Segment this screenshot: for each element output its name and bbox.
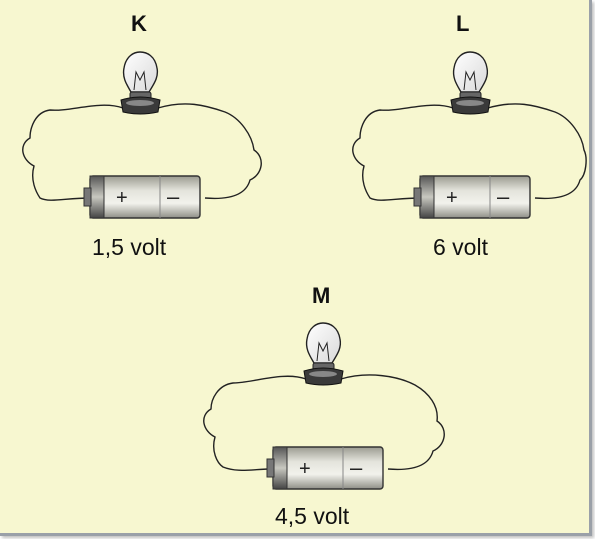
circuit-m-diagram: + –: [203, 322, 445, 490]
battery-icon: [83, 175, 201, 219]
battery-icon: [413, 175, 531, 219]
battery-minus-sign: –: [167, 184, 180, 209]
circuit-m-label: M: [312, 283, 331, 308]
battery-icon: [266, 446, 384, 490]
battery-minus-sign: –: [350, 455, 363, 480]
light-bulb-icon: [450, 51, 491, 115]
light-bulb-icon: [303, 322, 344, 386]
circuit-k-label: K: [131, 11, 147, 36]
battery-plus-sign: +: [299, 458, 311, 480]
circuit-k-diagram: + –: [22, 51, 262, 219]
battery-plus-sign: +: [116, 187, 128, 209]
battery-minus-sign: –: [497, 184, 510, 209]
light-bulb-icon: [120, 51, 161, 115]
circuit-l-voltage: 6 volt: [433, 234, 488, 260]
wire-loop: [203, 374, 445, 471]
circuit-l-label: L: [456, 11, 470, 36]
circuit-k-voltage: 1,5 volt: [92, 234, 167, 260]
circuit-l-diagram: + –: [352, 51, 587, 219]
wire-loop: [352, 103, 587, 201]
circuit-m-voltage: 4,5 volt: [275, 503, 350, 529]
wire-loop: [22, 103, 262, 201]
battery-plus-sign: +: [446, 187, 458, 209]
